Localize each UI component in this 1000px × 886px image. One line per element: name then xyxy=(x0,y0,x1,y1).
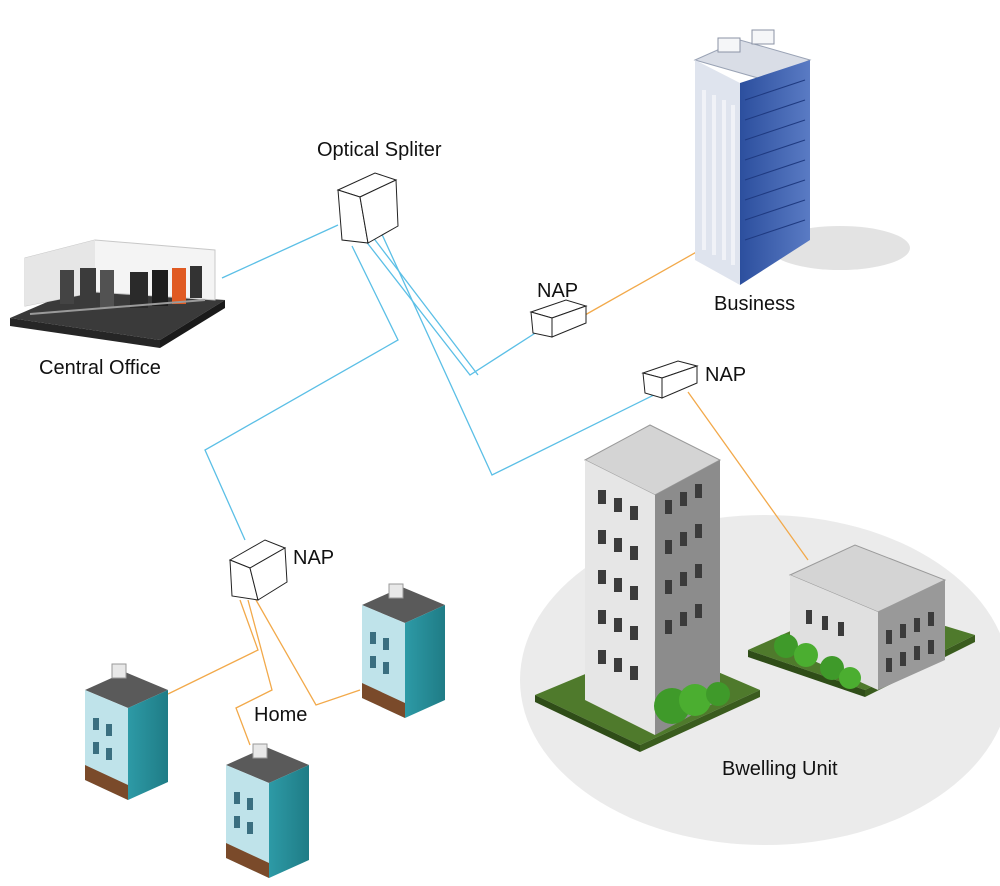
house-icon xyxy=(226,743,309,878)
nap-business-label: NAP xyxy=(537,280,579,302)
drop-nap-to-dwelling xyxy=(687,391,809,561)
drop-nap-to-home-left xyxy=(167,599,259,695)
drop-nap-to-home-right xyxy=(255,599,361,706)
nap-box-icon xyxy=(641,360,699,399)
apartment-buildings-icon xyxy=(748,544,975,697)
fiber-drop-lines xyxy=(167,249,809,746)
trunk-office-to-splitter xyxy=(221,224,339,279)
office-tower-icon xyxy=(693,29,812,285)
trunk-splitter-to-nap-home xyxy=(204,245,399,541)
fiber-trunk-lines xyxy=(204,224,669,541)
drop-nap-to-business xyxy=(584,249,701,316)
dwelling-unit-label: Bwelling Unit xyxy=(722,758,838,780)
trunk-splitter-to-nap-dwelling-2 xyxy=(371,235,479,376)
central-office-label: Central Office xyxy=(39,357,161,379)
business-label: Business xyxy=(714,293,796,315)
home-label: Home xyxy=(254,704,308,726)
house-icon xyxy=(362,583,445,718)
splitter-box-icon xyxy=(336,172,399,244)
nap-home-label: NAP xyxy=(293,547,335,569)
trunk-splitter-to-nap-business xyxy=(364,239,541,376)
nap-box-icon xyxy=(228,539,288,601)
optical-splitter-label: Optical Spliter xyxy=(317,139,442,161)
trunk-splitter-to-nap-dwelling xyxy=(379,229,669,476)
house-icon xyxy=(85,663,168,800)
drop-nap-to-home-center xyxy=(235,599,273,746)
apartment-buildings-icon xyxy=(535,424,760,752)
nap-box-icon xyxy=(529,299,588,338)
nap-dwelling-label: NAP xyxy=(705,364,747,386)
data-center-icon xyxy=(10,239,225,348)
